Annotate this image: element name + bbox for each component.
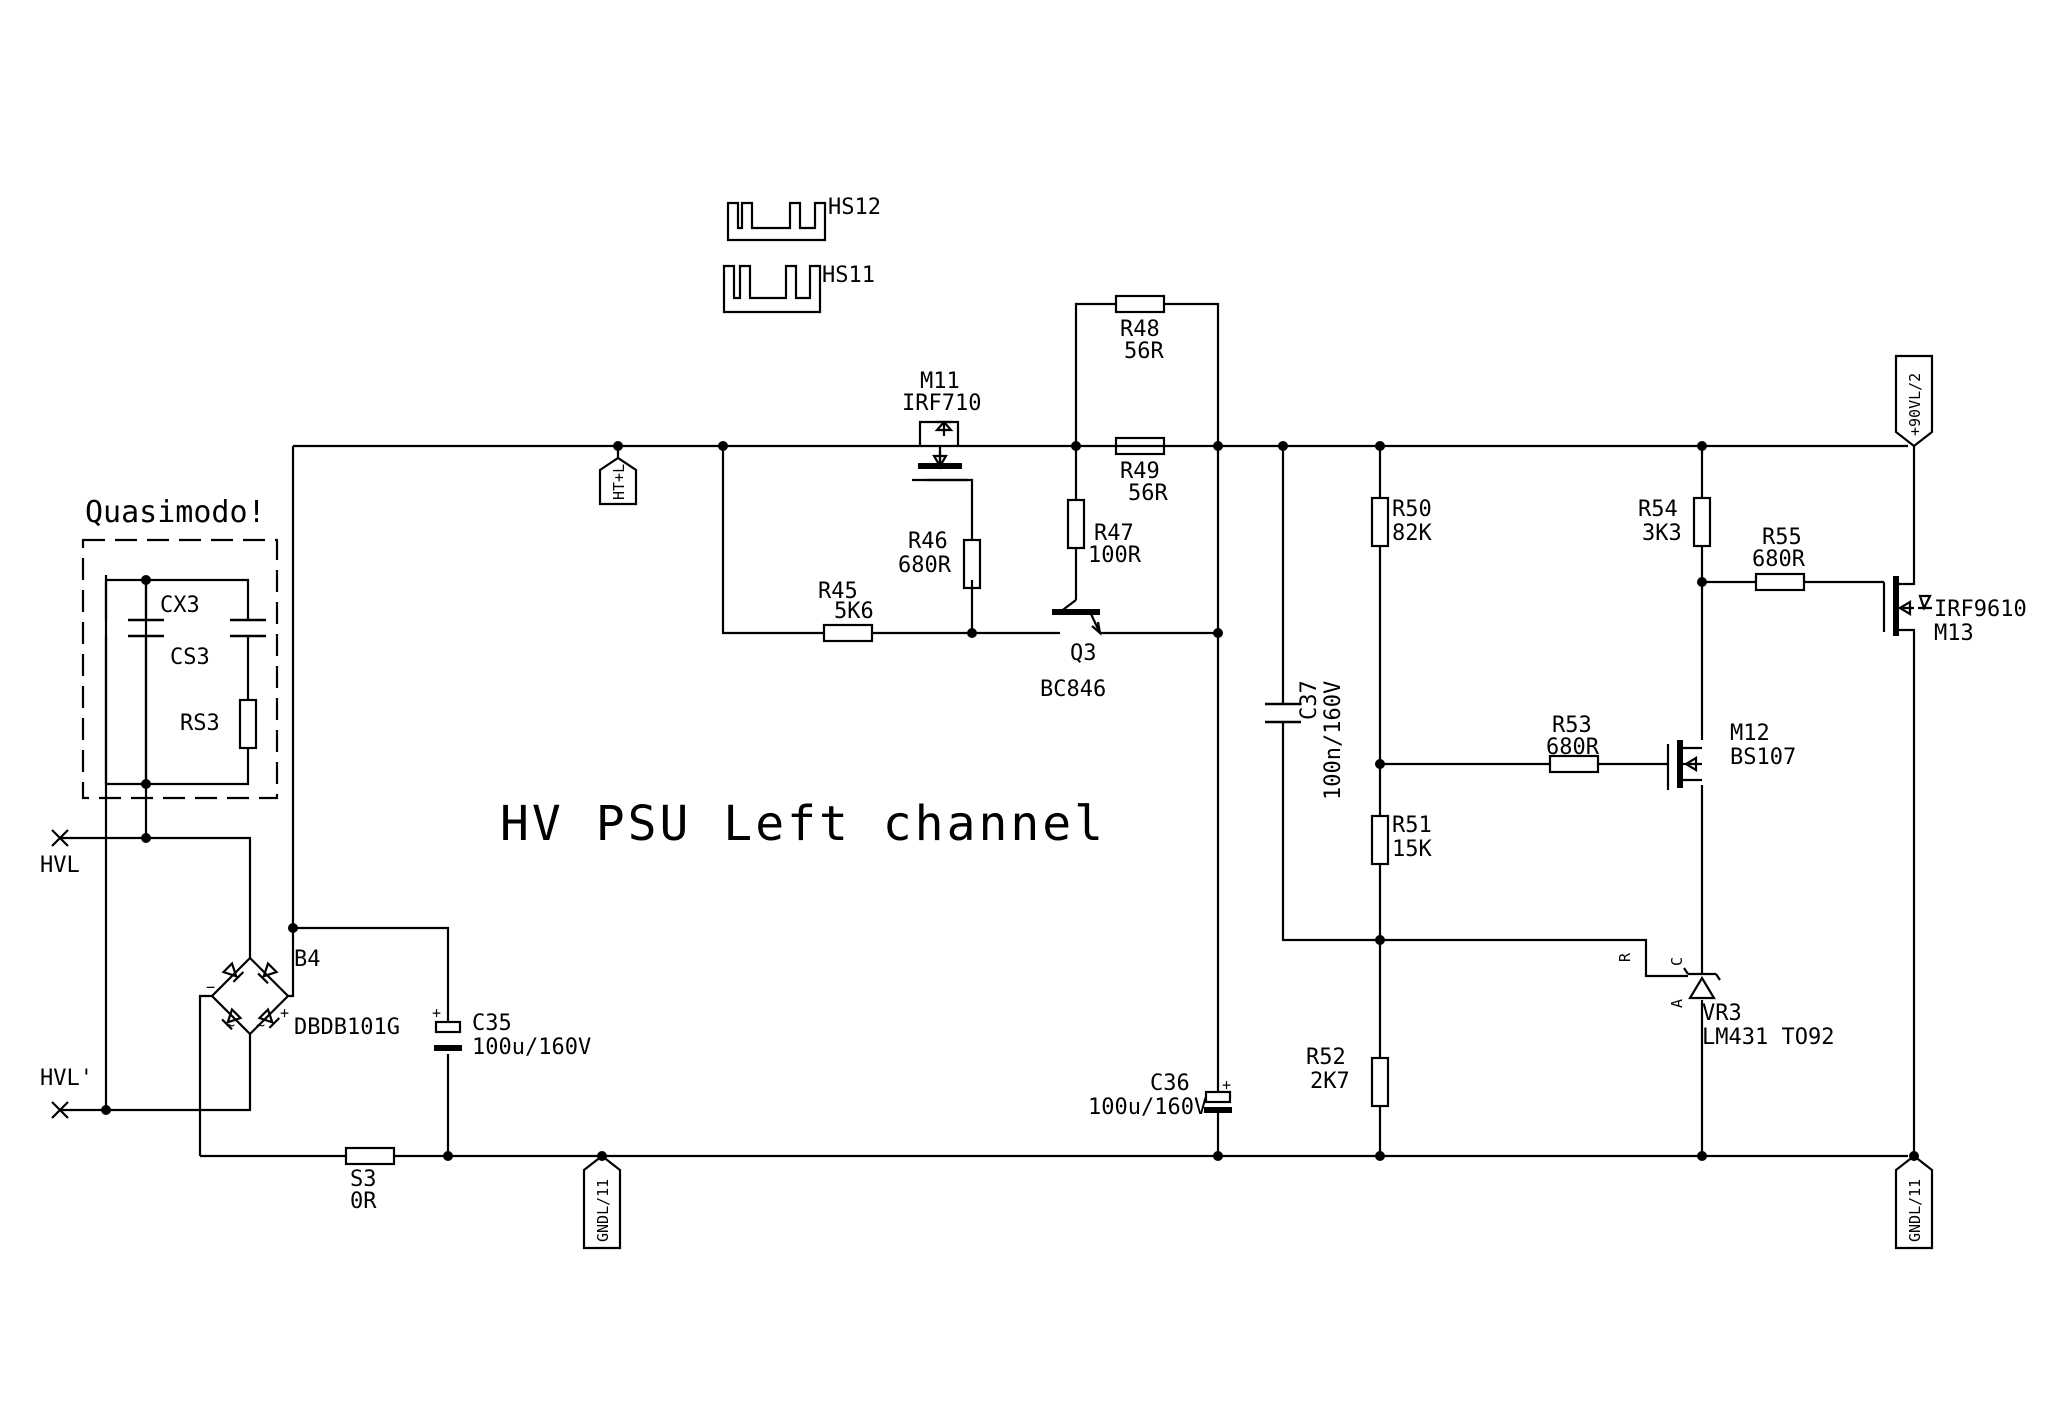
r50-ref: R50 [1392, 497, 1432, 522]
schematic-title: HV PSU Left channel [500, 796, 1106, 852]
m11-value: IRF710 [902, 391, 981, 416]
r51-ref: R51 [1392, 813, 1432, 838]
rs3-ref: RS3 [180, 711, 220, 736]
port-90v-label: +90VL/2 [1906, 373, 1924, 436]
reference-vr3: R C A VR3 LM431 TO92 [1616, 952, 1834, 1050]
r48-value: 56R [1124, 339, 1164, 364]
port-gnd-left: GNDL/11 [582, 1154, 622, 1250]
heatsink-hs12: HS12 [726, 195, 881, 242]
c35-ref: C35 [472, 1011, 512, 1036]
r49-ref: R49 [1120, 459, 1160, 484]
mosfet-m12: M12 BS107 [1666, 721, 1796, 790]
capacitor-c37: C37 100n/160V [1265, 680, 1346, 800]
vr3-value: LM431 TO92 [1702, 1025, 1834, 1050]
svg-text:~: ~ [226, 1016, 235, 1034]
port-90v: +90VL/2 [1894, 354, 1934, 448]
vr3-pin-c: C [1668, 957, 1686, 966]
resistor-s3: S3 0R [344, 1146, 396, 1214]
svg-text:~: ~ [256, 1016, 265, 1034]
c37-ref: C37 [1297, 680, 1322, 720]
r53-ref: R53 [1552, 713, 1592, 738]
capacitor-c35: + C35 100u/160V [432, 1004, 591, 1060]
resistor-r51: R51 15K [1370, 813, 1432, 866]
resistor-r55: R55 680R [1752, 525, 1806, 592]
q3-value: BC846 [1040, 677, 1106, 702]
port-ht-label: HT+L [610, 464, 628, 500]
m13-ref: M13 [1934, 621, 1974, 646]
wires [60, 302, 1916, 1158]
cx3-ref: CX3 [160, 593, 200, 618]
quasimodo-box: Quasimodo! CX3 CS3 RS3 [81, 495, 279, 800]
mosfet-m13: IRF9610 M13 [1882, 556, 2027, 646]
q3-ref: Q3 [1070, 641, 1097, 666]
resistor-r45: R45 5K6 [818, 579, 874, 643]
resistor-r53: R53 680R [1546, 713, 1600, 774]
m12-value: BS107 [1730, 745, 1796, 770]
hs12-label: HS12 [828, 195, 881, 220]
heatsink-hs11: HS11 [722, 263, 875, 314]
r47-ref: R47 [1094, 521, 1134, 546]
rs3-resistor [238, 698, 258, 750]
port-gnd-right: GNDL/11 [1894, 1154, 1934, 1250]
s3-ref: S3 [350, 1167, 377, 1192]
transistor-q3: Q3 BC846 [1040, 599, 1106, 702]
vr3-pin-r: R [1616, 952, 1634, 962]
cs3-capacitor [230, 618, 266, 638]
resistor-r52: R52 2K7 [1306, 1045, 1390, 1108]
resistor-r49: R49 56R [1114, 436, 1168, 506]
r54-ref: R54 [1638, 497, 1678, 522]
r49-value: 56R [1128, 481, 1168, 506]
resistor-r54: R54 3K3 [1638, 496, 1712, 548]
port-gnd-left-label: GNDL/11 [594, 1179, 612, 1242]
resistor-r48: R48 56R [1114, 294, 1166, 364]
m12-ref: M12 [1730, 721, 1770, 746]
m11-ref: M11 [920, 369, 960, 394]
terminal-hvl2: HVL' [40, 1066, 93, 1119]
resistor-r47: R47 100R [1066, 498, 1142, 568]
hs11-label: HS11 [822, 263, 875, 288]
s3-value: 0R [350, 1189, 377, 1214]
c36-ref: C36 [1150, 1071, 1190, 1096]
r45-ref: R45 [818, 579, 858, 604]
capacitor-c36: + C36 100u/160V [1088, 1071, 1232, 1120]
terminal-hvl: HVL [40, 829, 80, 878]
r54-value: 3K3 [1642, 521, 1682, 546]
r52-value: 2K7 [1310, 1069, 1350, 1094]
r53-value: 680R [1546, 735, 1600, 760]
vr3-pin-a: A [1668, 999, 1686, 1008]
r48-ref: R48 [1120, 317, 1160, 342]
r55-value: 680R [1752, 547, 1806, 572]
svg-text:+: + [1222, 1076, 1231, 1094]
m13-value: IRF9610 [1934, 597, 2027, 622]
junctions [101, 441, 1919, 1161]
r46-ref: R46 [908, 529, 948, 554]
svg-text:+: + [280, 1004, 289, 1022]
cs3-ref: CS3 [170, 645, 210, 670]
r47-value: 100R [1088, 543, 1142, 568]
r51-value: 15K [1392, 837, 1432, 862]
c37-value: 100n/160V [1321, 681, 1346, 800]
resistor-r46: R46 680R [898, 529, 982, 590]
b4-value: DBDB101G [294, 1015, 400, 1040]
port-ht: HT+L [598, 456, 638, 506]
vr3-ref: VR3 [1702, 1001, 1742, 1026]
r52-ref: R52 [1306, 1045, 1346, 1070]
mosfet-m11: M11 IRF710 [902, 369, 981, 482]
quasimodo-label: Quasimodo! [85, 495, 266, 530]
r50-value: 82K [1392, 521, 1432, 546]
port-gnd-right-label: GNDL/11 [1906, 1179, 1924, 1242]
r46-value: 680R [898, 553, 952, 578]
hvl-label: HVL [40, 853, 80, 878]
svg-text:−: − [206, 978, 215, 996]
svg-text:+: + [432, 1004, 441, 1022]
bridge-b4: − + ~ ~ B4 DBDB101G [206, 947, 400, 1040]
hvl2-label: HVL' [40, 1066, 93, 1091]
c36-value: 100u/160V [1088, 1095, 1207, 1120]
b4-ref: B4 [294, 947, 321, 972]
c35-value: 100u/160V [472, 1035, 591, 1060]
resistor-r50: R50 82K [1370, 496, 1432, 548]
r45-value: 5K6 [834, 599, 874, 624]
r55-ref: R55 [1762, 525, 1802, 550]
